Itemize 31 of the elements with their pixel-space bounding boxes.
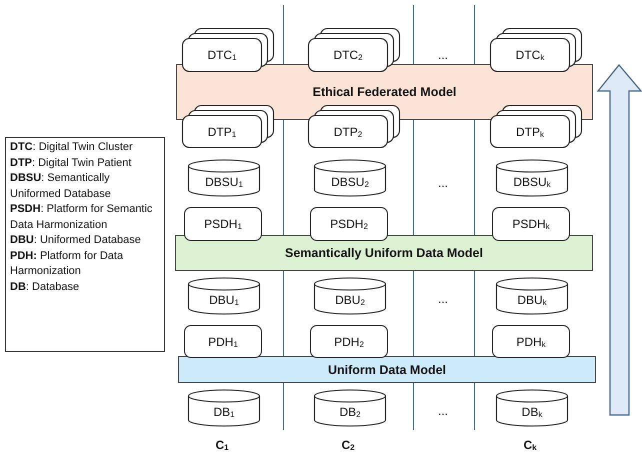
database-cylinder: DBSU$_{1}$ bbox=[188, 160, 260, 196]
database-cylinder: DBU$_{1}$ bbox=[188, 278, 260, 314]
process-box: PDH$_{2}$ bbox=[310, 325, 388, 358]
process-box: PSDH$_{k}$ bbox=[492, 207, 570, 241]
process-box: PSDH$_{2}$ bbox=[310, 207, 388, 241]
process-box: PSDH$_{1}$ bbox=[184, 207, 262, 241]
layer-band: Uniform Data Model bbox=[178, 356, 596, 383]
database-cylinder: DBSU$_{2}$ bbox=[314, 160, 386, 196]
database-cylinder: DB$_{1}$ bbox=[188, 390, 260, 426]
column-label: C$_{2}$ bbox=[341, 438, 355, 452]
database-cylinder: DBU$_{2}$ bbox=[314, 278, 386, 314]
ellipsis: ... bbox=[438, 176, 448, 190]
column-label: C$_{1}$ bbox=[215, 438, 229, 452]
column-label: C$_{k}$ bbox=[523, 438, 537, 452]
process-box: PDH$_{k}$ bbox=[492, 325, 570, 358]
legend-entry: PSDH: Platform for Semantic Data Harmonization bbox=[10, 202, 154, 232]
legend-entry: DTP: Digital Twin Patient bbox=[10, 156, 132, 170]
legend-entry: DBU: Uniformed Database bbox=[10, 233, 142, 248]
ellipsis: ... bbox=[438, 404, 448, 418]
database-cylinder: DB$_{2}$ bbox=[314, 390, 386, 426]
database-cylinder: DBSU$_{k}$ bbox=[496, 160, 568, 196]
process-box: PDH$_{1}$ bbox=[184, 325, 262, 358]
database-cylinder: DB$_{k}$ bbox=[496, 390, 568, 426]
database-cylinder: DBU$_{k}$ bbox=[496, 278, 568, 314]
ellipsis: ... bbox=[438, 292, 448, 306]
legend-entry: PDH: Platform for Data Harmonization bbox=[10, 248, 124, 279]
legend-entry: DB: Database bbox=[10, 280, 80, 294]
legend-entry: DBSU: Semantically Uniformed Database bbox=[10, 171, 112, 202]
legend-entry: DTC: Digital Twin Cluster bbox=[10, 140, 134, 155]
layer-band: Semantically Uniform Data Model bbox=[175, 235, 593, 271]
ellipsis: ... bbox=[438, 48, 448, 62]
